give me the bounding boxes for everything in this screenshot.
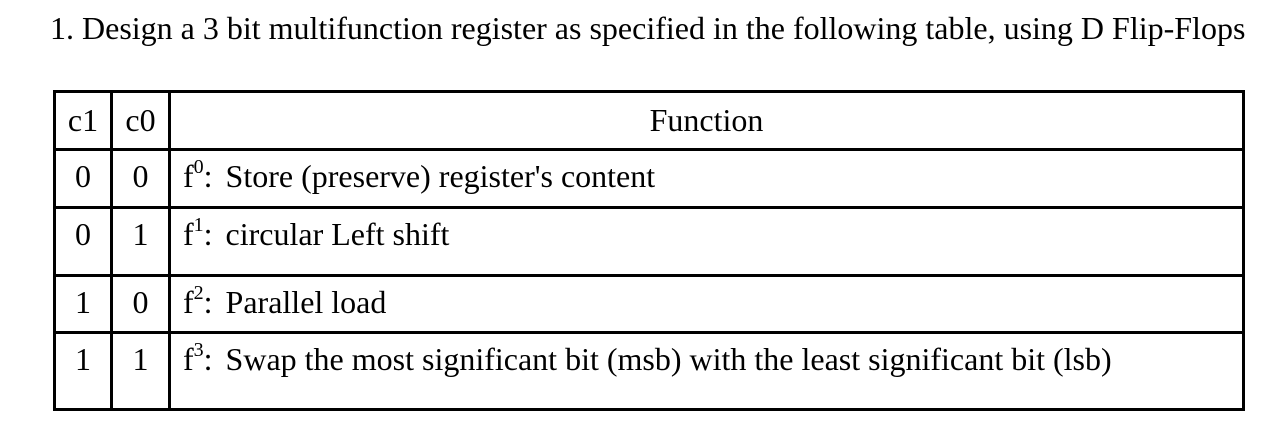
table-header-row: c1 c0 Function: [53, 90, 1245, 151]
cell-function: f1: circular Left shift: [168, 206, 1245, 277]
function-superscript: 0: [193, 156, 204, 179]
function-description: Swap the most significant bit (msb) with…: [225, 341, 1112, 377]
cell-c0: 0: [110, 148, 171, 209]
function-description: Store (preserve) register's content: [225, 158, 656, 194]
question-title: 1. Design a 3 bit multifunction register…: [50, 10, 1246, 46]
col-header-c0: c0: [110, 90, 171, 151]
table-row: 0 1 f1: circular Left shift: [53, 206, 1245, 277]
cell-function: f0: Store (preserve) register's content: [168, 148, 1245, 209]
cell-c1: 1: [53, 274, 113, 334]
function-superscript: 2: [193, 282, 204, 305]
function-superscript: 1: [193, 214, 204, 237]
cell-c0: 1: [110, 331, 171, 411]
function-description: circular Left shift: [225, 216, 450, 252]
cell-c1: 0: [53, 206, 113, 277]
function-label: f: [183, 216, 194, 252]
col-header-c1: c1: [53, 90, 113, 151]
function-colon: :: [203, 216, 213, 252]
function-label: f: [183, 341, 194, 377]
col-header-function: Function: [168, 90, 1245, 151]
table-row: 1 1 f3: Swap the most significant bit (ms…: [53, 331, 1245, 411]
function-colon: :: [203, 341, 213, 377]
function-label: f: [183, 158, 194, 194]
function-description: Parallel load: [225, 284, 387, 320]
cell-c0: 0: [110, 274, 171, 334]
function-label: f: [183, 284, 194, 320]
table-row: 1 0 f2: Parallel load: [53, 274, 1245, 334]
cell-function: f2: Parallel load: [168, 274, 1245, 334]
cell-c1: 0: [53, 148, 113, 209]
cell-function: f3: Swap the most significant bit (msb) w…: [168, 331, 1245, 411]
function-table: c1 c0 Function 0 0 f0:Store (preserve) r…: [53, 90, 1245, 411]
function-colon: :: [203, 158, 213, 194]
cell-c1: 1: [53, 331, 113, 411]
function-superscript: 3: [193, 339, 204, 362]
function-colon: :: [203, 284, 213, 320]
table-row: 0 0 f0:Store (preserve) register's conte…: [53, 148, 1245, 209]
cell-c0: 1: [110, 206, 171, 277]
